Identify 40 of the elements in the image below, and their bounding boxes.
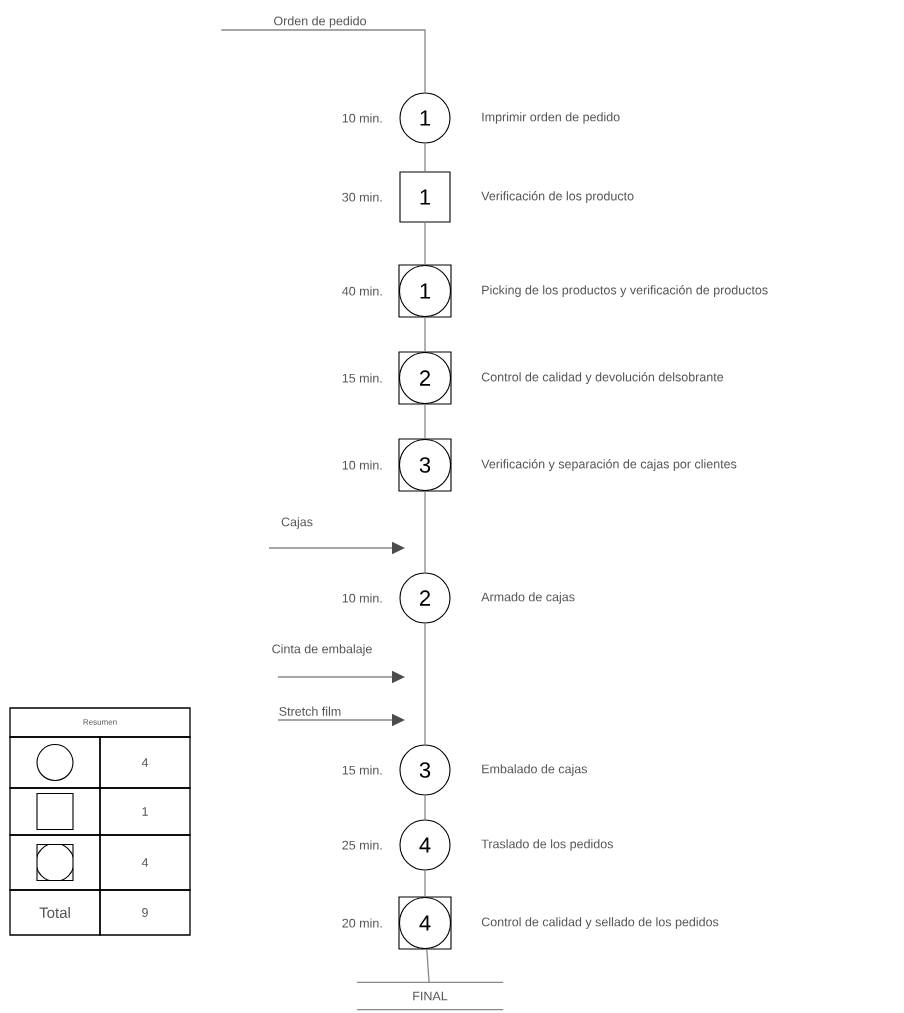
flow-line — [424, 142, 426, 173]
step-description: Armado de cajas — [481, 592, 575, 604]
end-terminal: FINAL — [356, 981, 504, 1011]
flow-line — [424, 490, 426, 574]
table-header: Resumen — [9, 707, 191, 738]
table-cell: Total — [9, 889, 101, 936]
step-description: Control de calidad y devolución delsobrante — [481, 372, 724, 384]
input-text: Cajas — [281, 517, 313, 529]
flow-line — [424, 869, 426, 898]
duration-text: 10 min. — [342, 593, 382, 603]
flow-start-text: Orden de pedido — [274, 16, 366, 28]
flow-line — [424, 403, 426, 440]
duration-text: 15 min. — [342, 373, 382, 383]
flow-line — [220, 29, 426, 94]
flow-line — [424, 221, 426, 266]
duration-text: 10 min. — [342, 113, 382, 123]
step-description: Verificación de los producto — [481, 191, 634, 203]
duration-text: 20 min. — [342, 918, 382, 928]
step-description: Traslado de los pedidos — [481, 839, 613, 851]
table-cell: 9 — [99, 889, 191, 936]
step-description: Control de calidad y sellado de los pedidos — [481, 917, 719, 929]
duration-text: 15 min. — [342, 765, 382, 775]
flow-line — [424, 622, 426, 746]
table-cell: 4 — [99, 736, 191, 789]
duration-text: 25 min. — [342, 840, 382, 850]
flow-line — [424, 316, 426, 353]
duration-text: 40 min. — [342, 286, 382, 296]
duration-text: 10 min. — [342, 460, 382, 470]
step-description: Picking de los productos y verificación de productos — [482, 285, 768, 297]
table-cell: 1 — [99, 787, 191, 836]
flow-line — [426, 948, 430, 983]
inspection-square: 1 — [399, 171, 451, 223]
flow-line — [424, 794, 426, 821]
step-description: Embalado de cajas — [482, 764, 588, 776]
step-description: Imprimir orden de pedido — [482, 112, 620, 124]
step-description: Verificación y separación de cajas por clientes — [481, 459, 737, 471]
input-text: Stretch film — [279, 706, 341, 716]
duration-text: 30 min. — [342, 192, 382, 202]
input-text: Cinta de embalaje — [272, 644, 372, 656]
table-cell: 4 — [99, 834, 191, 891]
